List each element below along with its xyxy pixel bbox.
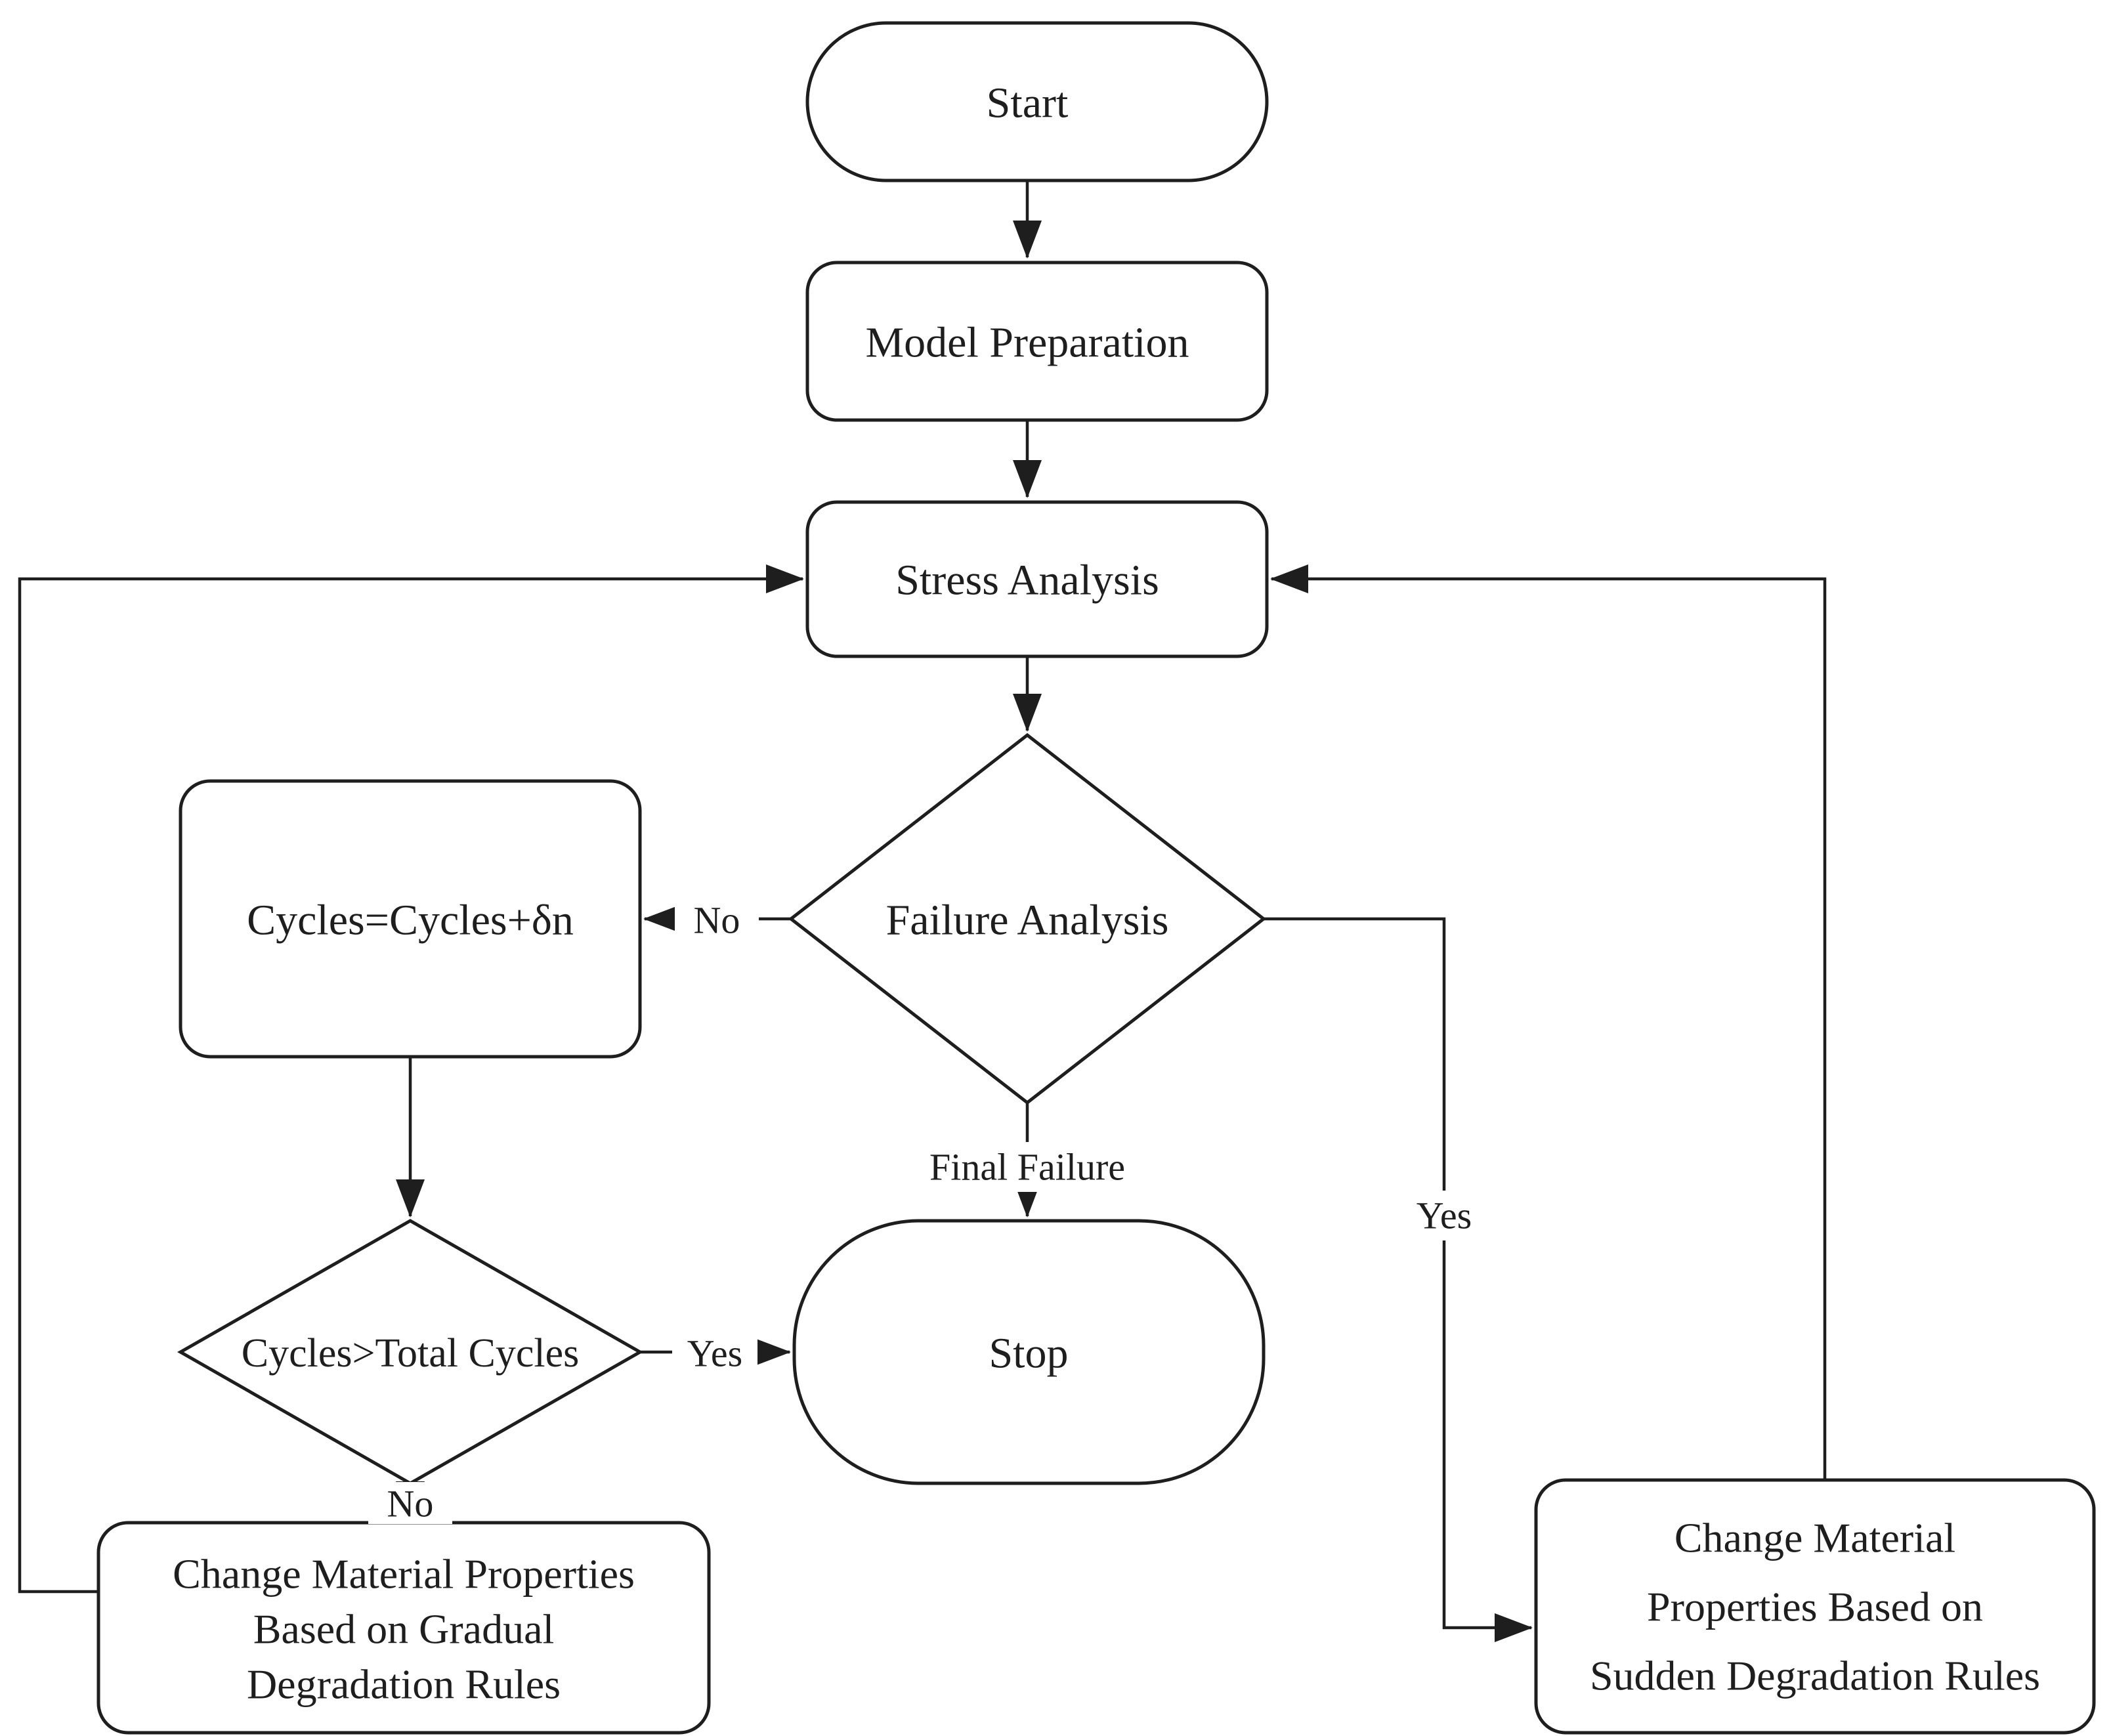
stop-terminator-shape [792, 1219, 1266, 1485]
edge-label-failure-yes: Yes [1401, 1191, 1487, 1240]
node-gradual-degradation: Change Material Properties Based on Grad… [96, 1521, 711, 1735]
edge-label-bg [1401, 1191, 1487, 1240]
cycles-increment-label: Cycles=Cycles+δn [247, 897, 574, 944]
sudden-degradation-label-line1: Change Material [1674, 1515, 1955, 1561]
edge-gradual-degradation-to-stress-analysis [18, 564, 804, 1594]
edge-label-bg [911, 1142, 1143, 1192]
stop-label: Stop [989, 1330, 1068, 1378]
edge-label-bg [672, 1328, 757, 1376]
node-sudden-degradation: Change Material Properties Based on Sudd… [1534, 1478, 2096, 1735]
gradual-degradation-label-line1: Change Material Properties [173, 1551, 635, 1598]
sudden-degradation-label-line3: Sudden Degradation Rules [1590, 1653, 2040, 1699]
edge-label-yes-text: Yes [1417, 1195, 1472, 1237]
edge-sudden-degradation-to-stress-analysis [1270, 564, 1827, 1480]
failure-analysis-decision-shape [788, 732, 1267, 1105]
edge-label-bg [675, 895, 759, 942]
model-preparation-label: Model Preparation [865, 319, 1189, 367]
node-stop: Stop [792, 1219, 1266, 1485]
stress-analysis-process-shape [805, 500, 1269, 658]
sudden-degradation-process-shape [1534, 1478, 2096, 1735]
gradual-degradation-label-line3: Degradation Rules [247, 1661, 561, 1708]
node-model-preparation: Model Preparation [805, 261, 1269, 422]
node-stress-analysis: Stress Analysis [805, 500, 1269, 658]
edge-label-no-text: No [694, 899, 740, 942]
edge-label-bg [368, 1482, 452, 1524]
model-preparation-process-shape [805, 261, 1269, 422]
edge-failure-analysis-yes-to-sudden-degradation [1264, 917, 1533, 1642]
start-label: Start [987, 79, 1069, 127]
edge-label-final-failure: Final Failure [911, 1142, 1143, 1192]
node-cycles-increment: Cycles=Cycles+δn [179, 779, 642, 1059]
edge-label-no-text: No [387, 1483, 434, 1525]
edge-label-cycles-yes: Yes [672, 1328, 757, 1376]
sudden-degradation-label-line2: Properties Based on [1647, 1584, 1983, 1630]
gradual-degradation-label-line2: Based on Gradual [253, 1606, 555, 1653]
edge-label-cycles-no: No [368, 1482, 452, 1525]
failure-analysis-label: Failure Analysis [886, 897, 1169, 944]
node-cycles-check: Cycles>Total Cycles [177, 1219, 644, 1485]
node-start: Start [805, 21, 1269, 182]
edge-label-failure-no: No [675, 895, 759, 942]
cycles-check-label: Cycles>Total Cycles [242, 1331, 579, 1376]
node-failure-analysis: Failure Analysis [788, 732, 1267, 1105]
edge-label-final-failure-text: Final Failure [929, 1146, 1125, 1189]
stress-analysis-label: Stress Analysis [895, 557, 1159, 604]
start-terminator-shape [805, 21, 1269, 182]
cycles-increment-process-shape [179, 779, 642, 1059]
edge-label-yes-text: Yes [687, 1332, 742, 1375]
